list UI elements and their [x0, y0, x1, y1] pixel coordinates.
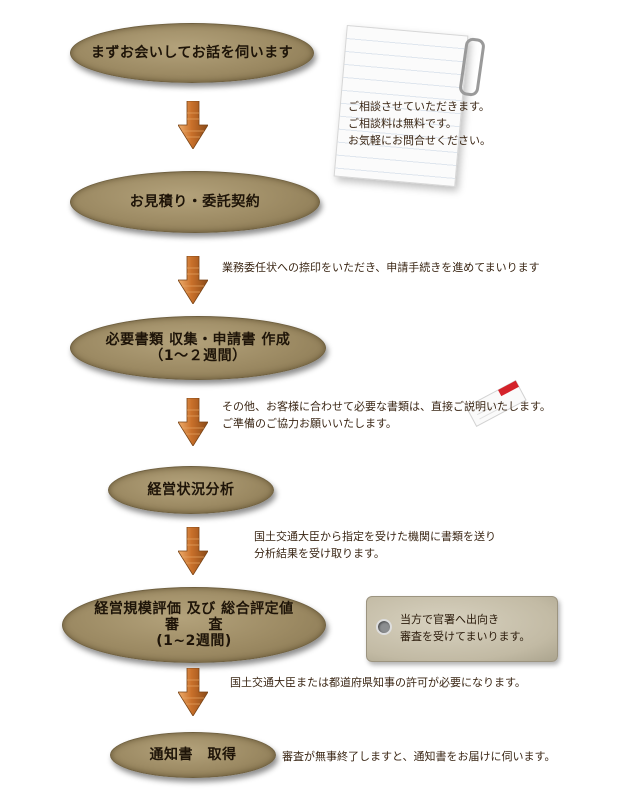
- note-contract: 業務委任状への捺印をいただき、申請手続きを進めてまいります: [222, 261, 540, 274]
- step-label: まずお会いしてお話を伺います: [90, 45, 294, 61]
- step-label-line2: 審 査: [165, 617, 223, 633]
- step-label: 通知書 取得: [149, 747, 237, 763]
- note-consultation: ご相談させていただきます。 ご相談料は無料です。 お気軽にお問合せください。: [348, 100, 491, 147]
- step-label-line1: 必要書類 収集・申請書 作成: [105, 332, 291, 348]
- note-notice: 審査が無事終了しますと、通知書をお届けに伺います。: [282, 750, 556, 763]
- step-label-line3: (1~2週間): [156, 633, 232, 649]
- down-arrow-icon: [178, 527, 208, 575]
- business-card-illustration: [465, 379, 527, 428]
- note-documents: その他、お客様に合わせて必要な書類は、直接ご説明いたします。 ご準備のご協力お願…: [222, 400, 551, 430]
- down-arrow-icon: [178, 101, 208, 149]
- flow-step-management-analysis: 経営状況分析: [108, 466, 274, 514]
- flow-step-evaluation-review: 経営規模評価 及び 総合評定値 審 査 (1~2週間): [62, 587, 326, 663]
- flow-step-document-collection: 必要書類 収集・申請書 作成 （1～２週間）: [70, 316, 326, 380]
- step-label: お見積り・委託契約: [129, 194, 261, 210]
- step-label-line2: （1～２週間）: [149, 348, 247, 364]
- note-permit: 国土交通大臣または都道府県知事の許可が必要になります。: [230, 676, 526, 689]
- flow-step-notice-acquisition: 通知書 取得: [110, 732, 276, 778]
- down-arrow-icon: [178, 398, 208, 446]
- tag-label-illustration: [366, 596, 558, 662]
- step-label-line1: 経営規模評価 及び 総合評定値: [94, 601, 294, 617]
- down-arrow-icon: [178, 256, 208, 304]
- step-label: 経営状況分析: [147, 482, 235, 498]
- tag-note: 当方で官署へ出向き 審査を受けてまいります。: [400, 613, 531, 643]
- note-analysis: 国土交通大臣から指定を受けた機関に書類を送り 分析結果を受け取ります。: [254, 530, 496, 560]
- flow-step-consultation: まずお会いしてお話を伺います: [70, 23, 314, 83]
- tag-hole-icon: [376, 619, 392, 635]
- flow-step-estimate-contract: お見積り・委託契約: [70, 171, 320, 233]
- down-arrow-icon: [178, 668, 208, 716]
